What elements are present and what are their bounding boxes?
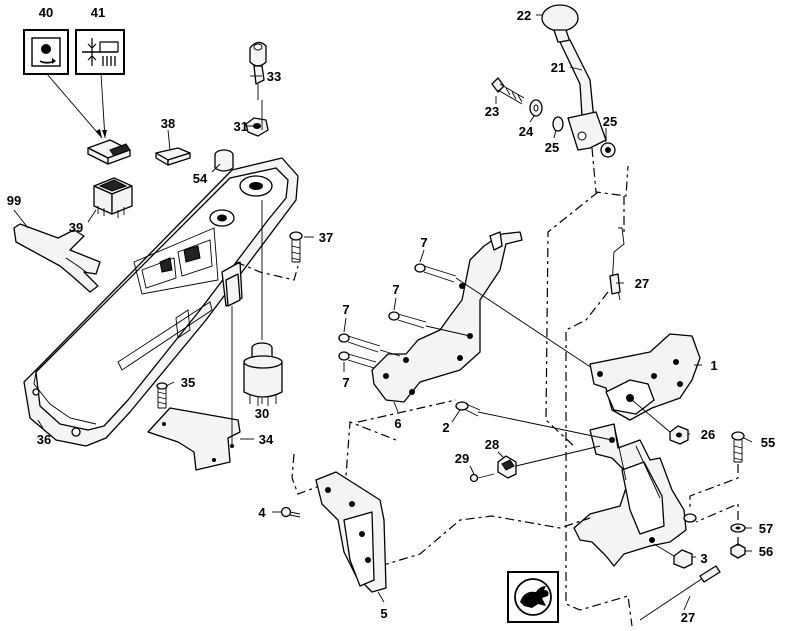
callout-7-b: 7: [392, 282, 399, 297]
icon-box-41: [75, 29, 125, 75]
callout-54: 54: [193, 171, 208, 186]
callout-38: 38: [161, 116, 175, 131]
callout-2: 2: [442, 420, 449, 435]
icon-box-bottom: [507, 571, 559, 623]
callout-7-d: 7: [342, 375, 349, 390]
part-26-nut: [669, 425, 689, 445]
part-5-bracket: [315, 471, 387, 593]
callout-56: 56: [759, 544, 773, 559]
callout-26: 26: [701, 427, 715, 442]
part-99-bracket: [13, 209, 101, 293]
callout-29: 29: [455, 451, 469, 466]
part-39-switch-body: [93, 177, 133, 218]
part-1-bracket: [589, 333, 701, 421]
callout-35: 35: [181, 375, 195, 390]
part-34-bracket: [147, 407, 241, 471]
callout-36: 36: [37, 432, 51, 447]
callout-99: 99: [7, 193, 21, 208]
part-33-ignition-key: [249, 41, 267, 100]
part-38-switch-cap: [155, 147, 191, 166]
rocker-switch: [87, 139, 131, 165]
work-light-rotate-icon: [31, 37, 61, 67]
part-23-bolt: [491, 77, 525, 105]
callout-4: 4: [258, 505, 266, 520]
hare-fast-speed-icon: [514, 578, 552, 616]
callout-25-left: 25: [545, 140, 559, 155]
hydraulic-lever-icon: [82, 38, 119, 66]
callout-22: 22: [517, 8, 531, 23]
part-21-lever: [559, 39, 607, 151]
callout-31: 31: [234, 119, 248, 134]
part-6-bracket: [371, 231, 523, 403]
callout-27-bottom: 27: [681, 610, 695, 625]
callout-7-c: 7: [342, 302, 349, 317]
part-37-bolt: [289, 231, 303, 263]
part-31-nut: [245, 117, 269, 137]
part-28-clip: [497, 455, 517, 479]
part-3-support-frame: [573, 423, 697, 567]
callout-30: 30: [255, 406, 269, 421]
part-25-washer: [552, 116, 564, 132]
callout-28: 28: [485, 437, 499, 452]
callout-7-a: 7: [420, 235, 427, 250]
part-4-screw: [280, 506, 301, 518]
part-54-plug: [214, 149, 234, 172]
callout-37: 37: [319, 230, 333, 245]
part-29-screw: [469, 473, 495, 483]
callout-1: 1: [710, 358, 717, 373]
part-2-bolt: [455, 401, 481, 417]
part-35-bolt: [156, 382, 168, 409]
part-56-nut: [730, 543, 746, 559]
callout-33: 33: [267, 69, 281, 84]
part-36-console: [23, 157, 299, 447]
callout-5: 5: [380, 606, 387, 621]
icon-box-40: [23, 29, 69, 75]
part-30-ignition-switch: [243, 100, 283, 406]
callout-40: 40: [39, 5, 53, 20]
callout-6: 6: [394, 416, 401, 431]
callout-57: 57: [759, 521, 773, 536]
callout-3: 3: [700, 551, 707, 566]
callout-55: 55: [761, 435, 775, 450]
callout-25-right: 25: [603, 114, 617, 129]
part-27-cable: [609, 227, 625, 301]
callout-21: 21: [551, 60, 565, 75]
callout-24: 24: [519, 124, 534, 139]
callout-39: 39: [69, 220, 83, 235]
callout-34: 34: [259, 432, 274, 447]
callout-27-top: 27: [635, 276, 649, 291]
part-3-nut: [673, 549, 693, 569]
callout-41: 41: [91, 5, 105, 20]
part-55-bolt: [731, 431, 745, 463]
part-22-knob: [541, 4, 579, 43]
callout-23: 23: [485, 104, 499, 119]
part-7-bolts: [338, 263, 457, 369]
